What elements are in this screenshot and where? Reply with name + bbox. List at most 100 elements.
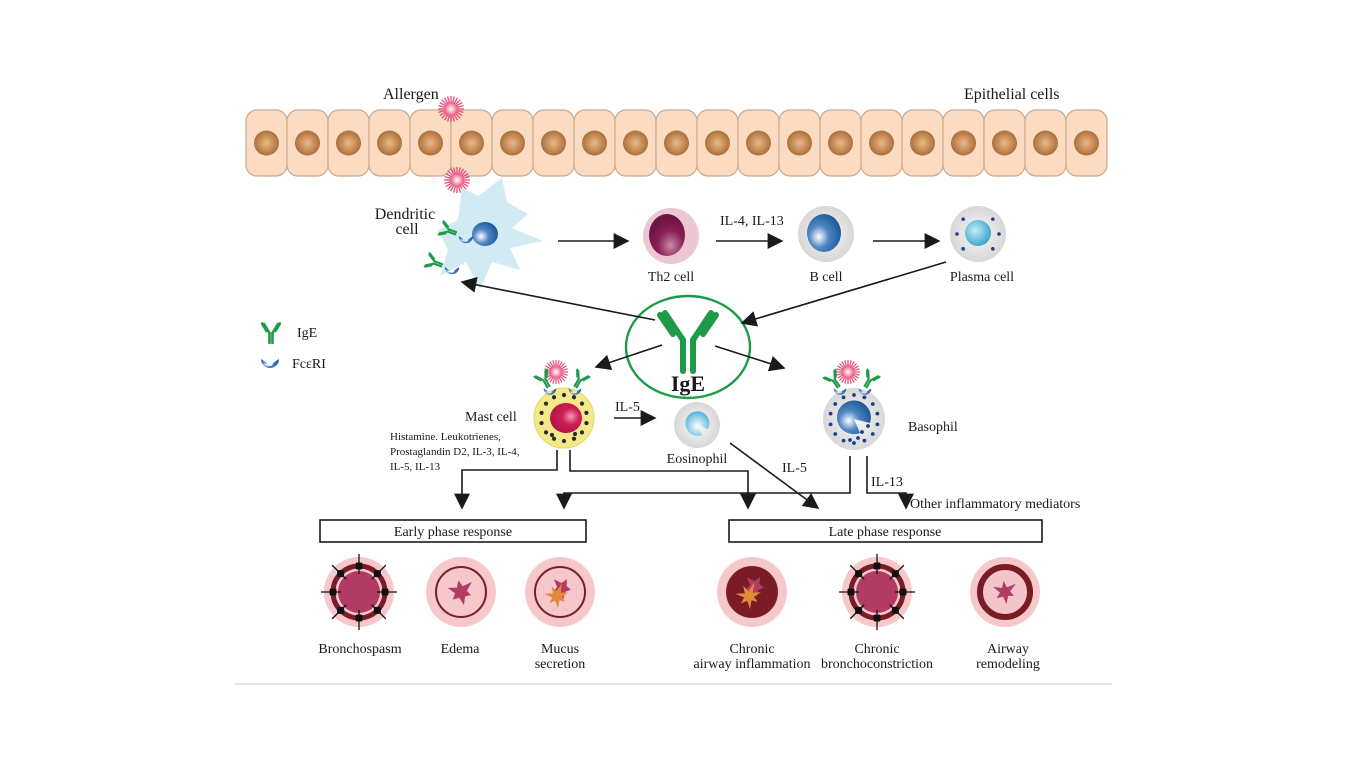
mast-mediators-line3: IL-5, IL-13 [390,461,441,473]
granule [991,247,995,251]
outcome-label-line1: Bronchospasm [318,642,401,657]
granule [543,401,549,406]
allergen-icon [437,95,465,123]
late-phase-label: Late phase response [829,525,942,540]
outcome-label-line2: bronchoconstriction [821,657,933,672]
granule [961,247,965,251]
connector-basophil-to-late-phase [866,456,914,510]
plasma-cell-label: Plasma cell [950,270,1014,285]
epithelial-cell-icon [327,109,370,177]
epithelial-cell-icon [860,109,903,177]
other-mediators-label: Other inflammatory mediators [910,497,1080,512]
mast-mediators-line2: Prostaglandin D2, IL-3, IL-4, [390,446,520,458]
plasma-cell-icon [950,206,1006,262]
basophil-icon [823,388,885,450]
epithelial-cell-icon [614,109,657,177]
granule [571,436,577,441]
fceri-receptor-icon [261,359,279,368]
granule [870,432,875,436]
granule [543,430,549,435]
il5-mast-to-eos-label: IL-5 [615,400,640,415]
mast-cell-icon [533,387,595,449]
granule [579,430,585,435]
granule [833,402,838,406]
chronic-bronchoconstriction-airway-icon [839,554,915,630]
epithelial-cell-icon [983,109,1026,177]
epithelial-cell-icon [942,109,985,177]
il5-eos-to-late-label: IL-5 [782,461,807,476]
epithelial-cell-icon [409,109,452,177]
bronchospasm-airway-icon [321,554,397,630]
epithelial-cells-label: Epithelial cells [964,86,1060,103]
epithelial-layer [245,109,1108,177]
connector-mast-to-late-phase [569,450,756,510]
epithelial-cell-icon [245,109,288,177]
outcome-label-line1: Chronic [729,642,774,657]
granule [860,430,864,434]
granule [856,436,860,440]
epithelial-cell-icon [491,109,534,177]
ige-central-node: IgE [624,294,752,400]
legend-fceri-label: FcεRI [292,357,326,372]
th2-cell-label: Th2 cell [648,270,694,285]
connector-mast-to-early-phase [454,450,558,510]
allergen-icon [443,166,471,194]
granule [551,395,557,400]
mucus-secretion-airway-icon [525,557,595,627]
dendritic-cell-label-line1: Dendritic [375,206,435,223]
early-phase-label: Early phase response [394,525,512,540]
granule [572,431,578,437]
epithelial-cell-icon [819,109,862,177]
granule [997,232,1001,236]
epithelial-cell-icon [286,109,329,177]
outcome-label-line1: Chronic [854,642,899,657]
granule [579,401,585,406]
outcome-label-line1: Airway [987,642,1029,657]
arrow-plasma-to-ige [740,261,947,327]
chronic-inflammation-airway-icon [717,557,787,627]
outcomes-row [321,554,1040,630]
epithelial-cell-icon [1024,109,1067,177]
granule [875,411,880,416]
granule [571,395,577,400]
legend: IgE FcεRI [261,322,326,372]
b-cell-label: B cell [809,270,842,285]
allergen-label: Allergen [383,86,439,103]
granule [833,432,838,436]
eosinophil-icon [674,402,720,448]
arrow-ige-to-basophil [714,345,786,372]
epithelial-cell-icon [573,109,616,177]
edema-airway-icon [426,557,496,627]
granule [828,422,833,427]
outcome-label-line2: secretion [535,657,586,672]
granule [841,395,846,400]
eosinophil-label: Eosinophil [667,452,728,467]
granule [841,438,846,443]
granule [875,422,880,427]
epithelial-cell-icon [778,109,821,177]
mast-mediators-line1: Histamine. Leukotrienes, [390,431,501,443]
airway-remodeling-icon [970,557,1040,627]
epithelial-cell-icon [532,109,575,177]
granule [862,438,867,443]
ige-antibody-icon [261,322,281,344]
epithelial-cell-icon [696,109,739,177]
arrow-ige-to-dendritic [460,276,656,321]
granule [551,436,557,441]
granule [991,217,995,221]
epithelial-cell-icon [450,109,493,177]
granule [561,438,567,444]
granule [539,421,544,426]
dendritic-cell-label-line2: cell [395,221,419,238]
granule [828,411,833,416]
epithelial-cell-icon [737,109,780,177]
ige-antibody-icon [657,310,719,374]
ige-center-label: IgE [671,371,705,396]
connector-basophil-to-early-phase [556,456,851,510]
il13-basophil-label: IL-13 [871,475,903,490]
granule [866,424,870,428]
epithelial-cell-icon [655,109,698,177]
granule [852,441,856,445]
